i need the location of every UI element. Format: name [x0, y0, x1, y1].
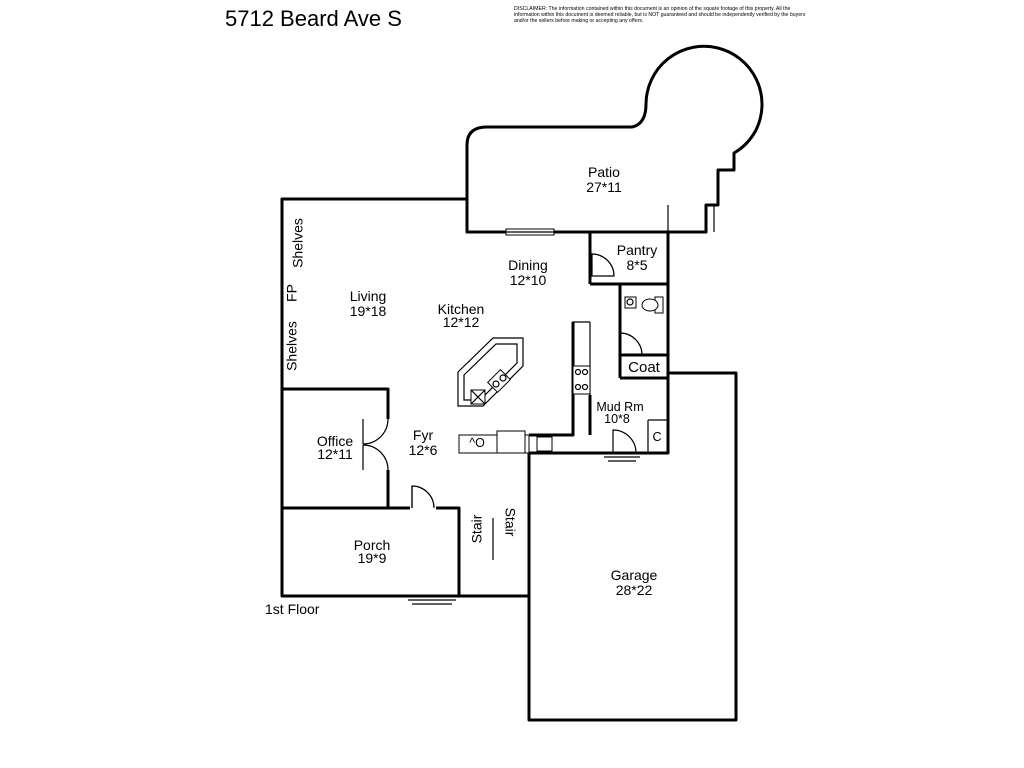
room-size-office: 12*11 — [317, 446, 353, 462]
patio-wall — [465, 44, 764, 234]
toilet-icon — [641, 298, 659, 312]
sink-bowl-icon — [626, 298, 634, 306]
room-name-mudroom: Mud Rm — [596, 400, 643, 414]
room-name-foyer: Fyr — [413, 427, 434, 443]
room-name-living: Living — [350, 288, 387, 304]
garage-wall — [527, 371, 738, 722]
label-stair-1: Stair — [469, 514, 485, 543]
porch-wall — [282, 506, 461, 596]
bath-door-swing — [619, 332, 643, 356]
room-name-garage: Garage — [611, 567, 658, 583]
label-stair-2: Stair — [502, 508, 518, 537]
room-name-kitchen: Kitchen — [438, 301, 485, 317]
room-size-mudroom: 10*8 — [604, 412, 630, 426]
room-size-dining: 12*10 — [510, 272, 547, 288]
room-size-living: 19*18 — [350, 303, 387, 319]
label-shelves-bottom: Shelves — [284, 321, 300, 371]
room-size-kitchen: 12*12 — [443, 314, 480, 330]
kitchen-wall — [529, 322, 575, 437]
refrigerator-icon — [496, 430, 526, 454]
room-name-pantry: Pantry — [617, 242, 657, 258]
sink-icon — [624, 296, 637, 309]
floor-label: 1st Floor — [265, 601, 320, 617]
room-name-porch: Porch — [354, 537, 391, 553]
room-name-office: Office — [317, 433, 354, 449]
appliance-box-icon — [536, 436, 553, 452]
burner-icon — [581, 368, 589, 376]
front-door-swing — [411, 485, 435, 509]
island-sink-bowl-icon — [492, 380, 500, 388]
burner-icon — [581, 383, 589, 391]
label-fireplace: FP — [284, 284, 300, 302]
mudroom-door-swing — [612, 429, 637, 454]
disclaimer-text: DISCLAIMER: The information contained wi… — [514, 6, 806, 24]
burner-icon — [574, 368, 582, 376]
room-size-porch: 19*9 — [358, 550, 387, 566]
kitchen-island — [457, 337, 524, 407]
room-name-patio: Patio — [588, 164, 620, 180]
office-door-swing — [362, 418, 389, 471]
label-appliance: ^O — [469, 436, 485, 450]
room-size-pantry: 8*5 — [626, 257, 647, 273]
room-size-foyer: 12*6 — [409, 442, 438, 458]
kitchen-island-top — [463, 343, 518, 401]
pantry-door-swing — [591, 253, 615, 277]
dishwasher-cross — [470, 389, 486, 405]
label-closet-c: C — [652, 430, 661, 444]
island-sink-bowl-icon — [499, 374, 507, 382]
room-name-dining: Dining — [508, 257, 548, 273]
label-shelves-top: Shelves — [290, 218, 306, 268]
plan-title: 5712 Beard Ave S — [225, 6, 402, 31]
office-wall — [282, 387, 390, 419]
label-coat: Coat — [628, 359, 661, 376]
burner-icon — [574, 383, 582, 391]
room-size-garage: 28*22 — [616, 582, 653, 598]
room-size-patio: 27*11 — [586, 179, 622, 195]
cooktop-icon — [572, 365, 591, 395]
